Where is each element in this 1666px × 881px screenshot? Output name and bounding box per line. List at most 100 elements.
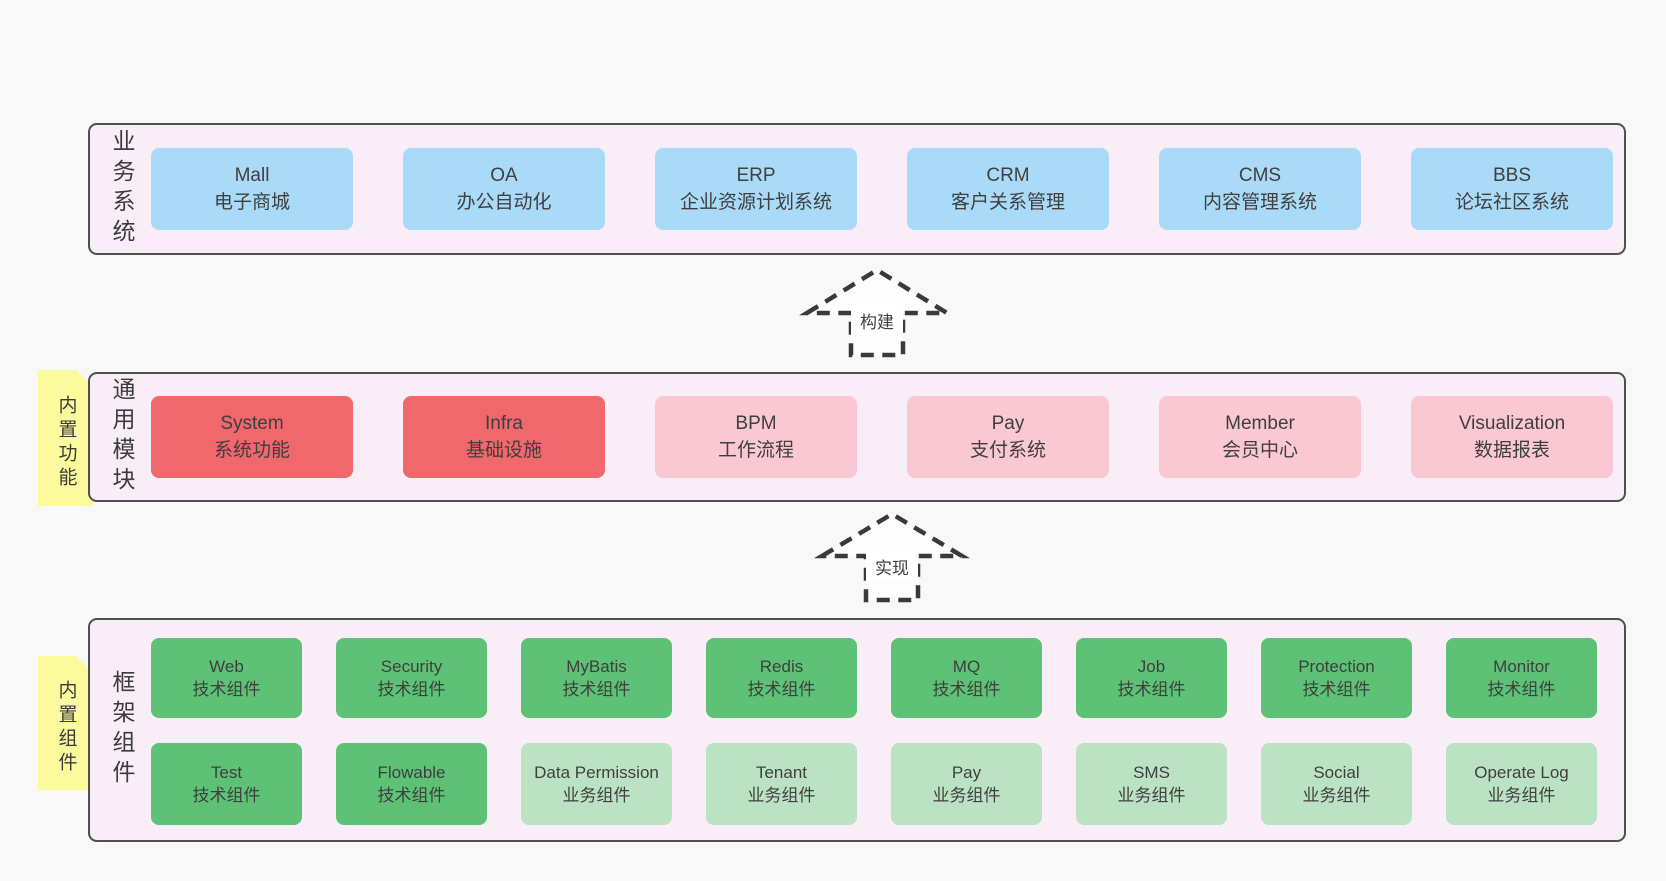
box-subtitle: 技术组件 xyxy=(932,680,1001,699)
build-arrow-label: 构建 xyxy=(851,305,903,335)
note-text: 内置组件 xyxy=(55,680,77,776)
box-title: Pay xyxy=(951,763,982,782)
box-web: Web 技术组件 xyxy=(151,638,302,718)
box-subtitle: 技术组件 xyxy=(1117,680,1186,699)
box-subtitle: 技术组件 xyxy=(562,680,631,699)
box-title: Mall xyxy=(234,165,270,186)
box-title: Tenant xyxy=(755,763,808,782)
box-mybatis: MyBatis 技术组件 xyxy=(521,638,672,718)
box-title: Flowable xyxy=(377,763,446,782)
box-subtitle: 办公自动化 xyxy=(456,192,552,213)
box-subtitle: 业务组件 xyxy=(1302,786,1371,805)
box-subtitle: 电子商城 xyxy=(213,192,290,213)
box-subtitle: 业务组件 xyxy=(1487,786,1556,805)
box-security: Security 技术组件 xyxy=(336,638,487,718)
box-title: System xyxy=(220,413,284,434)
biz-components-row: Test 技术组件 Flowable 技术组件 Data Permission … xyxy=(151,743,1597,825)
business-systems-layer: 业务系统 Mall 电子商城 OA 办公自动化 ERP 企业资源计划系统 CRM… xyxy=(88,123,1626,255)
box-title: Redis xyxy=(759,657,804,676)
box-subtitle: 技术组件 xyxy=(192,680,261,699)
box-subtitle: 系统功能 xyxy=(213,440,290,461)
box-subtitle: 支付系统 xyxy=(969,440,1046,461)
box-title: Member xyxy=(1225,413,1295,434)
box-title: Test xyxy=(210,763,243,782)
framework-components-layer: 框架组件 Web 技术组件 Security 技术组件 MyBatis 技术组件… xyxy=(88,618,1626,842)
box-subtitle: 技术组件 xyxy=(192,786,261,805)
box-system: System 系统功能 xyxy=(151,396,353,478)
box-title: Web xyxy=(209,657,244,676)
common-modules-label: 通用模块 xyxy=(109,377,135,497)
box-subtitle: 技术组件 xyxy=(747,680,816,699)
tech-components-row: Web 技术组件 Security 技术组件 MyBatis 技术组件 Redi… xyxy=(151,638,1597,718)
box-bpm: BPM 工作流程 xyxy=(655,396,857,478)
implement-arrow-label: 实现 xyxy=(866,551,918,581)
box-title: Security xyxy=(380,657,443,676)
box-title: Visualization xyxy=(1458,413,1566,434)
box-title: BBS xyxy=(1492,165,1532,186)
builtin-features-note: 内置功能 xyxy=(38,370,94,506)
box-title: Social xyxy=(1313,763,1360,782)
box-subtitle: 会员中心 xyxy=(1221,440,1298,461)
box-title: MyBatis xyxy=(566,657,627,676)
common-modules-box-row: System 系统功能 Infra 基础设施 BPM 工作流程 Pay 支付系统… xyxy=(151,374,1613,500)
box-title: SMS xyxy=(1133,763,1170,782)
box-subtitle: 技术组件 xyxy=(1487,680,1556,699)
box-job: Job 技术组件 xyxy=(1076,638,1227,718)
box-visualization: Visualization 数据报表 xyxy=(1411,396,1613,478)
business-systems-label: 业务系统 xyxy=(109,129,135,249)
box-subtitle: 内容管理系统 xyxy=(1202,192,1317,213)
box-subtitle: 技术组件 xyxy=(377,680,446,699)
box-title: ERP xyxy=(736,165,776,186)
box-oa: OA 办公自动化 xyxy=(403,148,605,230)
box-title: Job xyxy=(1137,657,1166,676)
box-subtitle: 技术组件 xyxy=(1302,680,1371,699)
box-title: MQ xyxy=(952,657,981,676)
box-title: Infra xyxy=(484,413,524,434)
framework-components-label: 框架组件 xyxy=(109,670,135,790)
box-title: Protection xyxy=(1298,657,1375,676)
box-title: CRM xyxy=(986,165,1030,186)
box-subtitle: 客户关系管理 xyxy=(950,192,1065,213)
box-subtitle: 论坛社区系统 xyxy=(1454,192,1569,213)
box-title: CMS xyxy=(1238,165,1282,186)
box-subtitle: 业务组件 xyxy=(1117,786,1186,805)
box-bbs: BBS 论坛社区系统 xyxy=(1411,148,1613,230)
box-subtitle: 业务组件 xyxy=(932,786,1001,805)
box-subtitle: 基础设施 xyxy=(465,440,542,461)
box-title: Data Permission xyxy=(534,763,659,782)
box-data-permission: Data Permission 业务组件 xyxy=(521,743,672,825)
box-erp: ERP 企业资源计划系统 xyxy=(655,148,857,230)
box-pay-component: Pay 业务组件 xyxy=(891,743,1042,825)
box-crm: CRM 客户关系管理 xyxy=(907,148,1109,230)
note-text: 内置功能 xyxy=(55,395,77,491)
box-monitor: Monitor 技术组件 xyxy=(1446,638,1597,718)
box-title: Pay xyxy=(991,413,1025,434)
box-subtitle: 技术组件 xyxy=(377,786,446,805)
box-title: BPM xyxy=(735,413,777,434)
box-redis: Redis 技术组件 xyxy=(706,638,857,718)
box-infra: Infra 基础设施 xyxy=(403,396,605,478)
box-mall: Mall 电子商城 xyxy=(151,148,353,230)
box-mq: MQ 技术组件 xyxy=(891,638,1042,718)
box-subtitle: 企业资源计划系统 xyxy=(679,192,832,213)
box-operate-log: Operate Log 业务组件 xyxy=(1446,743,1597,825)
box-sms: SMS 业务组件 xyxy=(1076,743,1227,825)
box-title: Operate Log xyxy=(1474,763,1569,782)
builtin-components-note: 内置组件 xyxy=(38,656,94,790)
box-protection: Protection 技术组件 xyxy=(1261,638,1412,718)
box-subtitle: 业务组件 xyxy=(562,786,631,805)
box-member: Member 会员中心 xyxy=(1159,396,1361,478)
box-subtitle: 数据报表 xyxy=(1473,440,1550,461)
box-social: Social 业务组件 xyxy=(1261,743,1412,825)
box-test: Test 技术组件 xyxy=(151,743,302,825)
box-cms: CMS 内容管理系统 xyxy=(1159,148,1361,230)
business-systems-box-row: Mall 电子商城 OA 办公自动化 ERP 企业资源计划系统 CRM 客户关系… xyxy=(151,125,1613,253)
box-flowable: Flowable 技术组件 xyxy=(336,743,487,825)
box-pay: Pay 支付系统 xyxy=(907,396,1109,478)
box-subtitle: 工作流程 xyxy=(717,440,794,461)
box-title: Monitor xyxy=(1493,657,1550,676)
box-title: OA xyxy=(490,165,518,186)
box-tenant: Tenant 业务组件 xyxy=(706,743,857,825)
box-subtitle: 业务组件 xyxy=(747,786,816,805)
